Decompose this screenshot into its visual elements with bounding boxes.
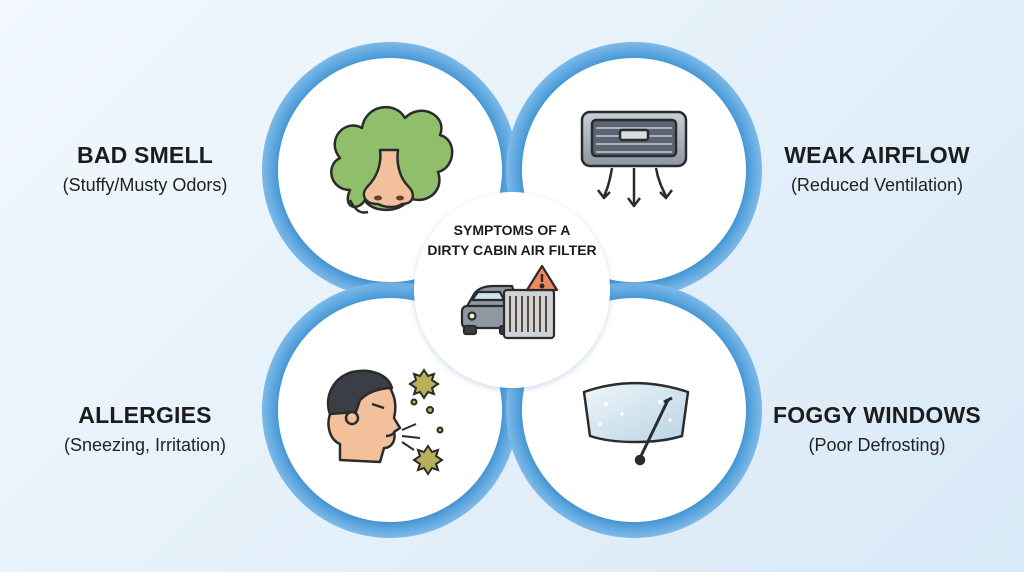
symptom-title: WEAK AIRFLOW [784, 142, 970, 168]
foggy-windshield-icon [582, 381, 690, 466]
symptom-foggy-windows: FOGGY WINDOWS (Poor Defrosting) [752, 402, 1002, 456]
symptom-bad-smell: BAD SMELL (Stuffy/Musty Odors) [20, 142, 270, 196]
dust-particles [408, 368, 444, 476]
symptom-allergies: ALLERGIES (Sneezing, Irritation) [20, 402, 270, 456]
symptom-weak-airflow: WEAK AIRFLOW (Reduced Ventilation) [752, 142, 1002, 196]
car-dirty-filter-icon [460, 264, 559, 340]
symptom-subtitle: (Poor Defrosting) [808, 435, 946, 455]
nose-smell-cloud-icon [330, 105, 454, 214]
center-title-line1: SYMPTOMS OF A [453, 222, 571, 238]
symptom-title: ALLERGIES [78, 402, 212, 428]
symptom-subtitle: (Sneezing, Irritation) [63, 435, 227, 455]
air-vent-icon [580, 110, 688, 208]
symptom-subtitle: (Reduced Ventilation) [790, 175, 964, 195]
symptom-title: FOGGY WINDOWS [773, 402, 981, 428]
center-title: SYMPTOMS OF A DIRTY CABIN AIR FILTER [410, 220, 614, 260]
sneezing-person-icon [326, 369, 421, 464]
center-title-line2: DIRTY CABIN AIR FILTER [427, 242, 597, 258]
symptom-title: BAD SMELL [77, 142, 213, 168]
symptom-subtitle: (Stuffy/Musty Odors) [62, 175, 228, 195]
